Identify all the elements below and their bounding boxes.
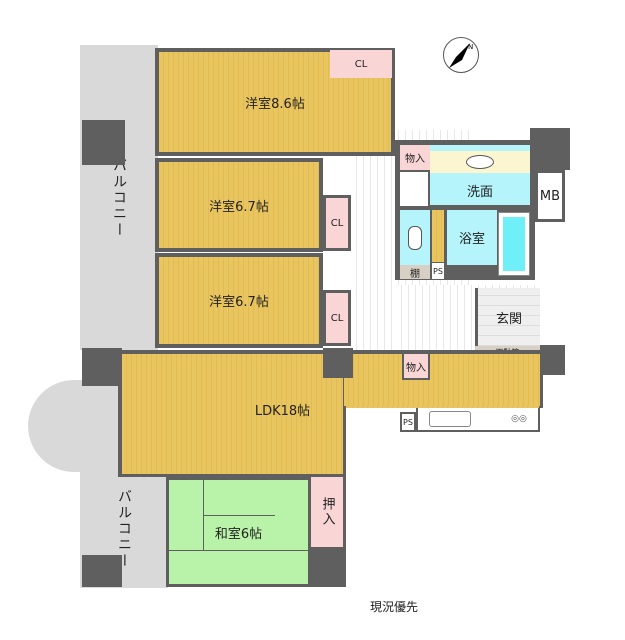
- room-washitsu-label: 和室6帖: [214, 526, 263, 542]
- storage-mono-1[interactable]: 物入: [400, 145, 430, 170]
- shelf-label: 棚: [410, 268, 420, 280]
- room-washroom: 洗面: [430, 145, 530, 205]
- kitchen-sink-icon: [429, 411, 472, 427]
- wall-pillar: [82, 348, 122, 386]
- balcony-upper: バルコニー: [80, 45, 158, 350]
- room-western-2-label: 洋室6.7帖: [209, 199, 269, 215]
- oshiire-label: 押入: [319, 497, 335, 527]
- pipe-space-shaft: [432, 210, 444, 262]
- toilet-room: [400, 210, 430, 265]
- stove-icon: ◎◎: [511, 414, 527, 424]
- storage-mono-2-label: 物入: [406, 362, 426, 374]
- wall-pillar: [323, 348, 353, 378]
- closet-1-label: CL: [354, 58, 368, 70]
- sink-icon: [430, 150, 530, 173]
- note-current-condition: 現況優先: [370, 600, 419, 614]
- compass-north-label: N: [468, 43, 473, 51]
- compass-icon: N: [443, 37, 479, 73]
- kitchen-counter: ◎◎: [416, 408, 540, 432]
- room-western-1-label: 洋室8.6帖: [245, 96, 305, 112]
- oshiire-closet[interactable]: 押入: [311, 477, 346, 547]
- balcony-lower-label: バルコニー: [116, 489, 132, 569]
- wall-pillar: [530, 128, 570, 170]
- room-bathroom-label: 浴室: [458, 232, 485, 247]
- wall-pillar: [308, 547, 346, 587]
- room-washitsu: 和室6帖: [166, 477, 311, 587]
- pipe-space-1: PS: [432, 263, 444, 279]
- bathtub: [498, 212, 530, 276]
- closet-3-label: CL: [330, 312, 344, 324]
- room-washroom-label: 洗面: [466, 184, 493, 200]
- room-entrance: 玄関: [475, 288, 540, 346]
- balcony-upper-label: バルコニー: [111, 157, 127, 238]
- room-entrance-label: 玄関: [495, 311, 522, 327]
- room-western-3: 洋室6.7帖: [155, 253, 323, 348]
- meter-box[interactable]: MB: [535, 170, 565, 222]
- meter-box-label: MB: [539, 188, 561, 204]
- room-bathroom: 浴室: [447, 210, 497, 265]
- room-western-3-label: 洋室6.7帖: [209, 295, 269, 310]
- storage-mono-2[interactable]: 物入: [402, 352, 430, 380]
- room-ldk: LDK18帖: [118, 350, 346, 477]
- closet-3[interactable]: CL: [323, 290, 351, 346]
- closet-2-label: CL: [330, 217, 344, 229]
- wall-pillar: [82, 555, 122, 587]
- closet-1[interactable]: CL: [330, 50, 392, 78]
- room-ldk-kitchen: [344, 354, 540, 406]
- wall-pillar: [540, 345, 565, 375]
- washroom-door[interactable]: [400, 172, 428, 206]
- pipe-space-2-label: PS: [403, 417, 413, 427]
- pipe-space-1-label: PS: [433, 266, 443, 276]
- toilet-icon: [408, 225, 422, 250]
- wall-pillar: [82, 120, 125, 165]
- storage-mono-1-label: 物入: [405, 154, 425, 165]
- room-ldk-label: LDK18帖: [254, 403, 311, 419]
- shelf: 棚: [400, 265, 430, 280]
- pipe-space-2: PS: [400, 412, 416, 432]
- room-western-2: 洋室6.7帖: [155, 158, 323, 252]
- closet-2[interactable]: CL: [323, 195, 351, 251]
